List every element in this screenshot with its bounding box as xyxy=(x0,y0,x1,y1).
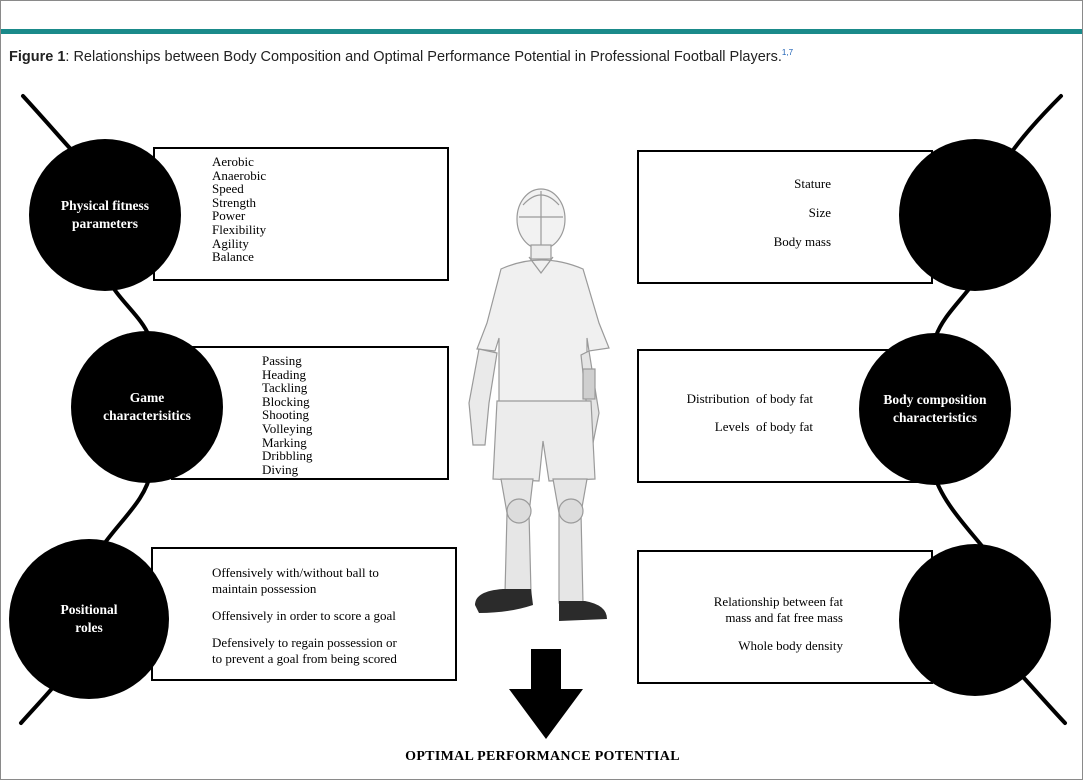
list-item: Anaerobic xyxy=(212,167,267,183)
anthropometry-line: Body mass xyxy=(773,234,831,249)
list-item: Dribbling xyxy=(262,448,313,464)
anthropometry-line: Size xyxy=(808,205,831,220)
football-player-illustration xyxy=(468,188,610,621)
down-arrow-icon xyxy=(509,649,583,739)
body-fat-line: Levels of body fat xyxy=(714,419,813,434)
list-item: Diving xyxy=(262,461,299,477)
density-box: Relationship between fat mass and fat fr… xyxy=(637,550,933,684)
positional-roles-title: Positional roles xyxy=(60,602,118,635)
anthropometry-box: Stature Size Body mass xyxy=(637,150,933,284)
anthropometry-circle xyxy=(899,139,1051,291)
physical-fitness-circle: Physical fitness parameters xyxy=(29,139,181,291)
body-fat-line: Distribution of body fat xyxy=(686,391,813,406)
anthropometry-line: Stature xyxy=(794,176,831,191)
list-item: Volleying xyxy=(262,420,313,436)
game-characteristics-circle: Game characterisitics xyxy=(71,331,223,483)
list-item: Power xyxy=(212,208,246,224)
list-item: Speed xyxy=(212,181,244,197)
left-link-2 xyxy=(97,469,153,553)
list-item: Strength xyxy=(212,194,257,210)
positional-roles-box: Offensively with/without ball to maintai… xyxy=(151,547,457,681)
list-item: Agility xyxy=(212,235,249,251)
figure-label: Figure 1 xyxy=(9,49,66,65)
outcome-title: OPTIMAL PERFORMANCE POTENTIAL xyxy=(405,749,680,764)
game-characteristics-title: Game characterisitics xyxy=(103,390,191,423)
accent-bar xyxy=(1,29,1082,34)
list-item: Marking xyxy=(262,434,307,450)
list-item: Heading xyxy=(262,366,307,382)
list-item: Passing xyxy=(262,353,302,368)
physical-fitness-box: Aerobic Anaerobic Speed Strength Power F… xyxy=(153,147,449,281)
density-line: Relationship between fat mass and fat fr… xyxy=(713,594,843,625)
list-item: Aerobic xyxy=(212,154,254,169)
list-item: Flexibility xyxy=(212,221,267,237)
list-item: Tackling xyxy=(262,380,308,396)
right-top-tail xyxy=(1009,94,1063,155)
list-item: Shooting xyxy=(262,407,309,423)
role-line: Offensively in order to score a goal xyxy=(212,608,396,623)
density-line: Whole body density xyxy=(738,638,843,653)
caption-text: : Relationships between Body Composition… xyxy=(65,49,782,65)
density-circle xyxy=(899,544,1051,696)
caption-references[interactable]: 1,7 xyxy=(781,48,794,57)
physical-fitness-title: Physical fitness parameters xyxy=(60,198,150,231)
role-line: Offensively with/without ball to maintai… xyxy=(212,565,379,596)
body-composition-circle: Body composition characteristics xyxy=(859,333,1011,485)
figure-caption: Figure 1: Relationships between Body Com… xyxy=(9,48,1069,65)
positional-roles-circle: Positional roles xyxy=(9,539,169,699)
list-item: Blocking xyxy=(262,393,310,409)
role-line: Defensively to regain possession or to p… xyxy=(212,635,397,666)
body-composition-title: Body composition characteristics xyxy=(883,392,987,425)
list-item: Balance xyxy=(212,249,254,265)
